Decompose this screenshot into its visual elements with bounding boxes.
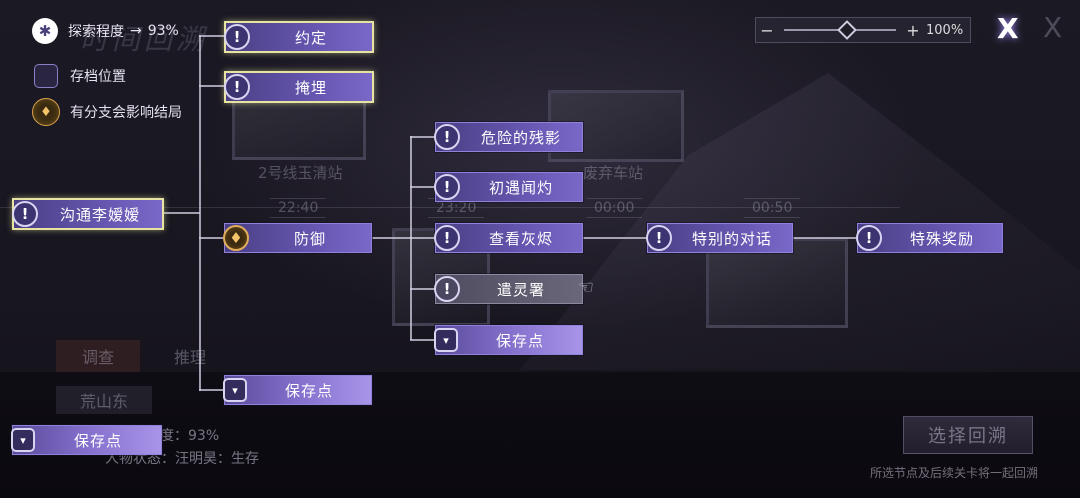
node-save-2[interactable]: ▾ 保存点 — [223, 375, 372, 405]
puzzle-icon: ✱ — [32, 18, 58, 44]
connector-save3 — [410, 339, 436, 341]
connector-root — [160, 212, 200, 214]
scene-thumbnail-yuqing — [232, 92, 366, 160]
connector-fangyu-out — [370, 237, 412, 239]
connector-fangyu — [199, 237, 225, 239]
legend-save: 存档位置 — [32, 64, 126, 88]
location-label: 荒山东 — [56, 386, 152, 414]
zoom-slider[interactable] — [784, 20, 896, 40]
save-folder-icon — [34, 64, 58, 88]
node-label: 危险的残影 — [480, 128, 561, 147]
connector-save2 — [199, 389, 225, 391]
connector-yueding — [199, 35, 225, 37]
time-label-4: 00:50 — [744, 198, 801, 218]
zoom-control: − + 100% — [755, 17, 971, 43]
connector-yanmai — [199, 85, 225, 87]
node-label: 特别的对话 — [691, 229, 772, 248]
save-folder-icon: ▾ — [434, 328, 458, 352]
node-label: 遣灵署 — [496, 280, 545, 299]
footer-hint: 所选节点及后续关卡将一起回溯 — [870, 466, 1039, 480]
connector-chakan — [410, 237, 436, 239]
zoom-in-button[interactable]: + — [906, 20, 920, 40]
node-label: 初遇闻灼 — [488, 178, 553, 197]
node-label: 约定 — [294, 28, 327, 47]
node-label: 保存点 — [495, 331, 544, 350]
save-folder-icon: ▾ — [223, 378, 247, 402]
legend-explore: ✱ 探索程度 → 93% — [32, 18, 179, 44]
time-label-3: 00:00 — [586, 198, 643, 218]
connector-weixian — [410, 136, 436, 138]
legend-save-label: 存档位置 — [70, 69, 126, 85]
scene-label-abandoned: 废弃车站 — [583, 164, 644, 182]
node-label: 特殊奖励 — [909, 229, 974, 248]
legend-branch-label: 有分支会影响结局 — [70, 105, 182, 121]
node-label: 保存点 — [284, 381, 333, 400]
zoom-value: 100% — [926, 22, 964, 38]
branch-flame-icon: ♦ — [223, 225, 249, 251]
exclamation-icon: ! — [856, 225, 882, 251]
connector-chuyu — [410, 186, 436, 188]
exclamation-icon: ! — [434, 276, 460, 302]
node-label: 掩埋 — [294, 78, 327, 97]
node-chakan[interactable]: ! 查看灰烬 — [434, 223, 583, 253]
legend-explore-value: 93% — [147, 23, 179, 39]
node-teshu[interactable]: ! 特殊奖励 — [856, 223, 1003, 253]
node-save-1[interactable]: ▾ 保存点 — [11, 425, 162, 455]
exclamation-icon: ! — [646, 225, 672, 251]
tab-reason: 推理 — [173, 348, 206, 367]
background-floor — [0, 372, 1080, 498]
exclamation-icon: ! — [224, 24, 250, 50]
node-label: 防御 — [293, 229, 326, 248]
node-save-3[interactable]: ▾ 保存点 — [434, 325, 583, 355]
tab-investigate: 调查 — [56, 340, 140, 372]
legend-explore-arrow: → — [130, 23, 142, 39]
explore-row: 度：93% — [160, 428, 220, 444]
hand-pointer-icon: ☜ — [577, 277, 594, 298]
legend-branch: ♦ 有分支会影响结局 — [32, 98, 182, 126]
status-row: 人物状态：汪明昊：生存 — [105, 451, 259, 467]
exclamation-icon: ! — [224, 74, 250, 100]
scene-label-yuqing: 2号线玉清站 — [258, 164, 343, 182]
node-weixian[interactable]: ! 危险的残影 — [434, 122, 583, 152]
node-chuyu[interactable]: ! 初遇闻灼 — [434, 172, 583, 202]
node-tebie[interactable]: ! 特别的对话 — [646, 223, 793, 253]
time-label-1: 22:40 — [270, 198, 327, 218]
node-label: 查看灰烬 — [488, 229, 553, 248]
close-icon-dim: X — [1043, 11, 1063, 44]
connector-yiling — [410, 288, 436, 290]
connector-trunk-1 — [199, 35, 201, 391]
background-title: 时间回溯 — [80, 23, 209, 56]
branch-flame-icon: ♦ — [32, 98, 60, 126]
legend-explore-label: 探索程度 — [68, 24, 124, 40]
node-yanmai[interactable]: ! 掩埋 — [224, 71, 374, 103]
close-button[interactable]: X — [997, 12, 1019, 45]
node-label: 沟通李嫒嫒 — [59, 205, 140, 224]
zoom-slider-thumb[interactable] — [837, 20, 857, 40]
choose-rewind-button[interactable]: 选择回溯 — [903, 416, 1033, 454]
node-label: 保存点 — [73, 431, 122, 450]
connector-tebie-out — [790, 237, 858, 239]
timeline-axis — [0, 207, 900, 208]
node-yueding[interactable]: ! 约定 — [224, 21, 374, 53]
save-folder-icon: ▾ — [11, 428, 35, 452]
node-goutong[interactable]: ! 沟通李嫒嫒 — [12, 198, 164, 230]
node-yiling[interactable]: ! 遣灵署 ☜ — [434, 274, 594, 304]
connector-chakan-out — [580, 237, 648, 239]
zoom-out-button[interactable]: − — [760, 20, 774, 40]
exclamation-icon: ! — [12, 201, 38, 227]
exclamation-icon: ! — [434, 225, 460, 251]
exclamation-icon: ! — [434, 174, 460, 200]
node-fangyu[interactable]: ♦ 防御 — [223, 223, 372, 253]
exclamation-icon: ! — [434, 124, 460, 150]
